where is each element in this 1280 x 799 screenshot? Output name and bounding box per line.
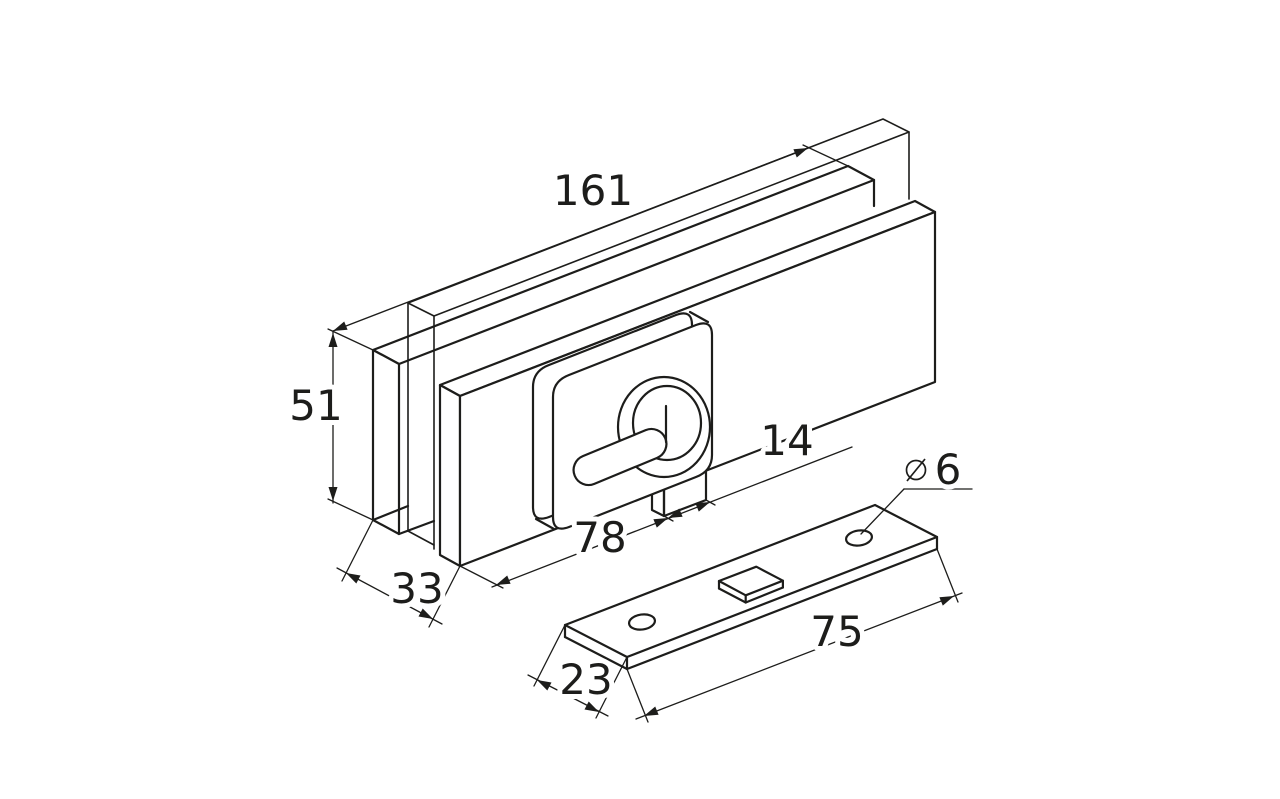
dim-75-label: 75 bbox=[810, 607, 863, 656]
dim-14-label: 14 bbox=[760, 416, 813, 465]
screw-hole-left bbox=[627, 613, 657, 631]
dim-51-label: 51 bbox=[289, 381, 342, 430]
lock-cylinder bbox=[572, 375, 712, 487]
dim-78-label: 78 bbox=[573, 513, 626, 562]
dim-23-label: 23 bbox=[559, 655, 612, 704]
dimension-thickness: 33 bbox=[336, 519, 461, 628]
dim-6-label: 6 bbox=[935, 445, 962, 494]
dimension-hole-diameter: 6 bbox=[860, 440, 973, 535]
dimension-plate-width: 23 bbox=[527, 624, 628, 719]
dimension-length: 161 bbox=[327, 144, 849, 351]
back-plate bbox=[371, 164, 876, 536]
dimension-height: 51 bbox=[284, 330, 374, 521]
latch-slot bbox=[717, 565, 785, 604]
screw-hole-right bbox=[844, 529, 874, 547]
strike-plate bbox=[563, 503, 939, 671]
dim-33-label: 33 bbox=[390, 564, 443, 613]
dimension-lock-position: 78 14 bbox=[459, 411, 853, 589]
dim-161-label: 161 bbox=[553, 166, 633, 215]
dimension-plate-length: 75 bbox=[626, 548, 963, 723]
diameter-icon bbox=[905, 458, 927, 482]
